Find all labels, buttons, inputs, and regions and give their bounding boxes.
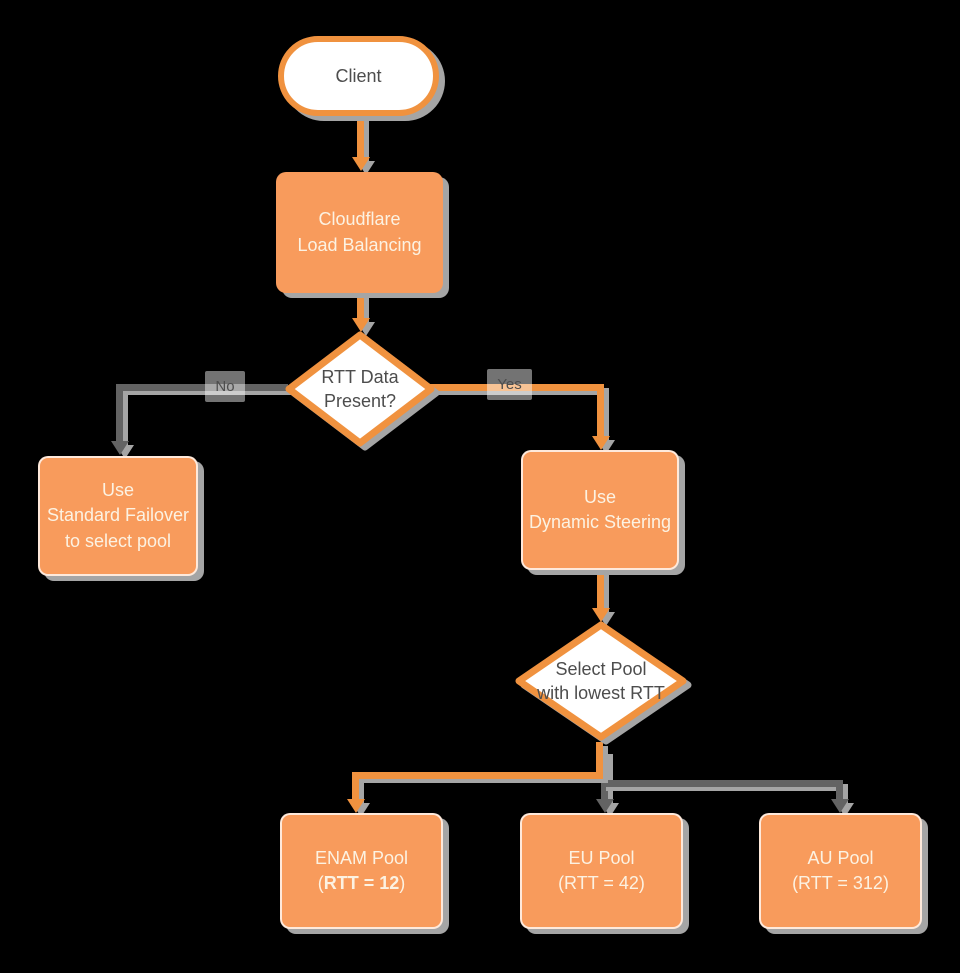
diamond-shape-icon [285, 331, 435, 447]
edge-steering-selectpool-vline [597, 570, 604, 609]
edge-no-vline [116, 384, 123, 442]
node-load-balancing-label: Cloudflare Load Balancing [297, 209, 422, 255]
node-enam-pool-label: ENAM Pool (RTT = 12) [315, 846, 408, 896]
node-client-label: Client [335, 65, 382, 86]
edge-au-hline [601, 780, 843, 787]
node-standard-failover-label: Use Standard Failover to select pool [46, 480, 190, 551]
edge-enam-arrowhead-icon [347, 799, 365, 813]
node-rtt-decision: RTT Data Present? [284, 330, 436, 448]
edge-no-hline [116, 384, 288, 391]
node-au-pool-label: AU Pool (RTT = 312) [792, 847, 889, 893]
edge-enam-hline [352, 772, 603, 779]
node-load-balancing: Cloudflare Load Balancing [276, 172, 443, 293]
edge-yes-vline [597, 384, 604, 437]
edge-no-arrowhead-icon [111, 441, 129, 455]
edge-lb-decision-vline [357, 293, 364, 321]
edge-enam-vline [352, 772, 359, 801]
node-enam-pool: ENAM Pool (RTT = 12) [280, 813, 443, 929]
node-client: Client [278, 36, 439, 116]
edge-eu-arrowhead-icon [596, 799, 614, 813]
edge-au-arrowhead-icon [831, 799, 849, 813]
edge-au-vline [836, 780, 843, 800]
edge-eu-vline [601, 750, 608, 800]
node-select-pool: Select Pool with lowest RTT [514, 620, 688, 742]
node-rtt-decision-label: RTT Data Present? [321, 366, 399, 411]
node-dynamic-steering-label: Use Dynamic Steering [528, 486, 672, 532]
edge-label-no: No [205, 371, 245, 402]
node-enam-pool-rtt: (RTT = 12) [317, 873, 406, 893]
diamond-shape-icon [515, 621, 687, 741]
edge-client-lb-arrowhead-icon [352, 157, 370, 171]
edge-client-lb-vline [357, 116, 364, 160]
node-eu-pool: EU Pool (RTT = 42) [520, 813, 683, 929]
edge-enam-stem-vline [596, 742, 603, 779]
node-au-pool: AU Pool (RTT = 312) [759, 813, 922, 929]
node-eu-pool-label: EU Pool (RTT = 42) [558, 847, 645, 893]
edge-yes-arrowhead-icon [592, 436, 610, 450]
node-standard-failover: Use Standard Failover to select pool [38, 456, 198, 576]
edge-label-yes: Yes [487, 369, 532, 400]
node-dynamic-steering: Use Dynamic Steering [521, 450, 679, 570]
node-select-pool-label: Select Pool with lowest RTT [537, 658, 665, 703]
